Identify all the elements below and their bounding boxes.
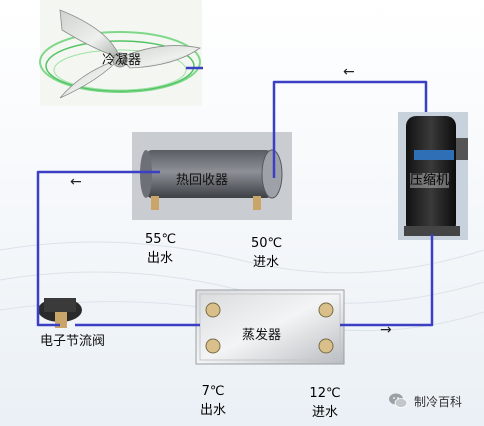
heat-recovery-label: 热回收器 xyxy=(176,173,229,188)
chilled-water-outlet-caption: 7℃ 出水 xyxy=(198,384,228,418)
watermark-text: 制冷百科 xyxy=(414,394,463,409)
chilled-water-outlet-label: 出水 xyxy=(199,403,226,418)
chilled-water-inlet-temp: 12℃ xyxy=(309,386,341,401)
hot-water-outlet-caption: 55℃ 出水 xyxy=(145,232,177,266)
compressor-image xyxy=(398,112,468,240)
condenser-label: 冷凝器 xyxy=(102,53,142,68)
hot-water-inlet-label: 进水 xyxy=(252,255,279,270)
chilled-water-outlet-temp: 7℃ xyxy=(201,384,225,399)
watermark: 制冷百科 xyxy=(388,392,462,410)
flow-arrow-left: ← xyxy=(70,174,82,190)
pipe-compressor-to-recovery xyxy=(272,80,428,178)
compressor-label: 压缩机 xyxy=(410,173,450,188)
chilled-water-inlet-caption: 12℃ 进水 xyxy=(308,386,342,420)
hot-water-outlet-label: 出水 xyxy=(146,251,173,266)
heat-recovery-image xyxy=(132,132,292,220)
pipe-recovery-to-valve xyxy=(36,170,160,327)
condenser-image xyxy=(39,0,202,106)
chilled-water-inlet-label: 进水 xyxy=(311,405,338,420)
hot-water-outlet-temp: 55℃ xyxy=(145,232,177,247)
flow-arrow-right: → xyxy=(380,322,392,338)
evaporator-label: 蒸发器 xyxy=(242,328,282,343)
flow-arrow-top: ← xyxy=(343,64,355,80)
refrigerant-piping xyxy=(36,66,434,327)
expansion-valve-label: 电子节流阀 xyxy=(40,334,106,349)
hot-water-inlet-caption: 50℃ 进水 xyxy=(251,236,283,270)
hot-water-inlet-temp: 50℃ xyxy=(251,236,283,251)
wechat-icon xyxy=(389,393,408,408)
expansion-valve-image xyxy=(38,298,82,328)
evaporator-image xyxy=(195,289,345,365)
pipe-evaporator-to-compressor xyxy=(340,234,434,327)
